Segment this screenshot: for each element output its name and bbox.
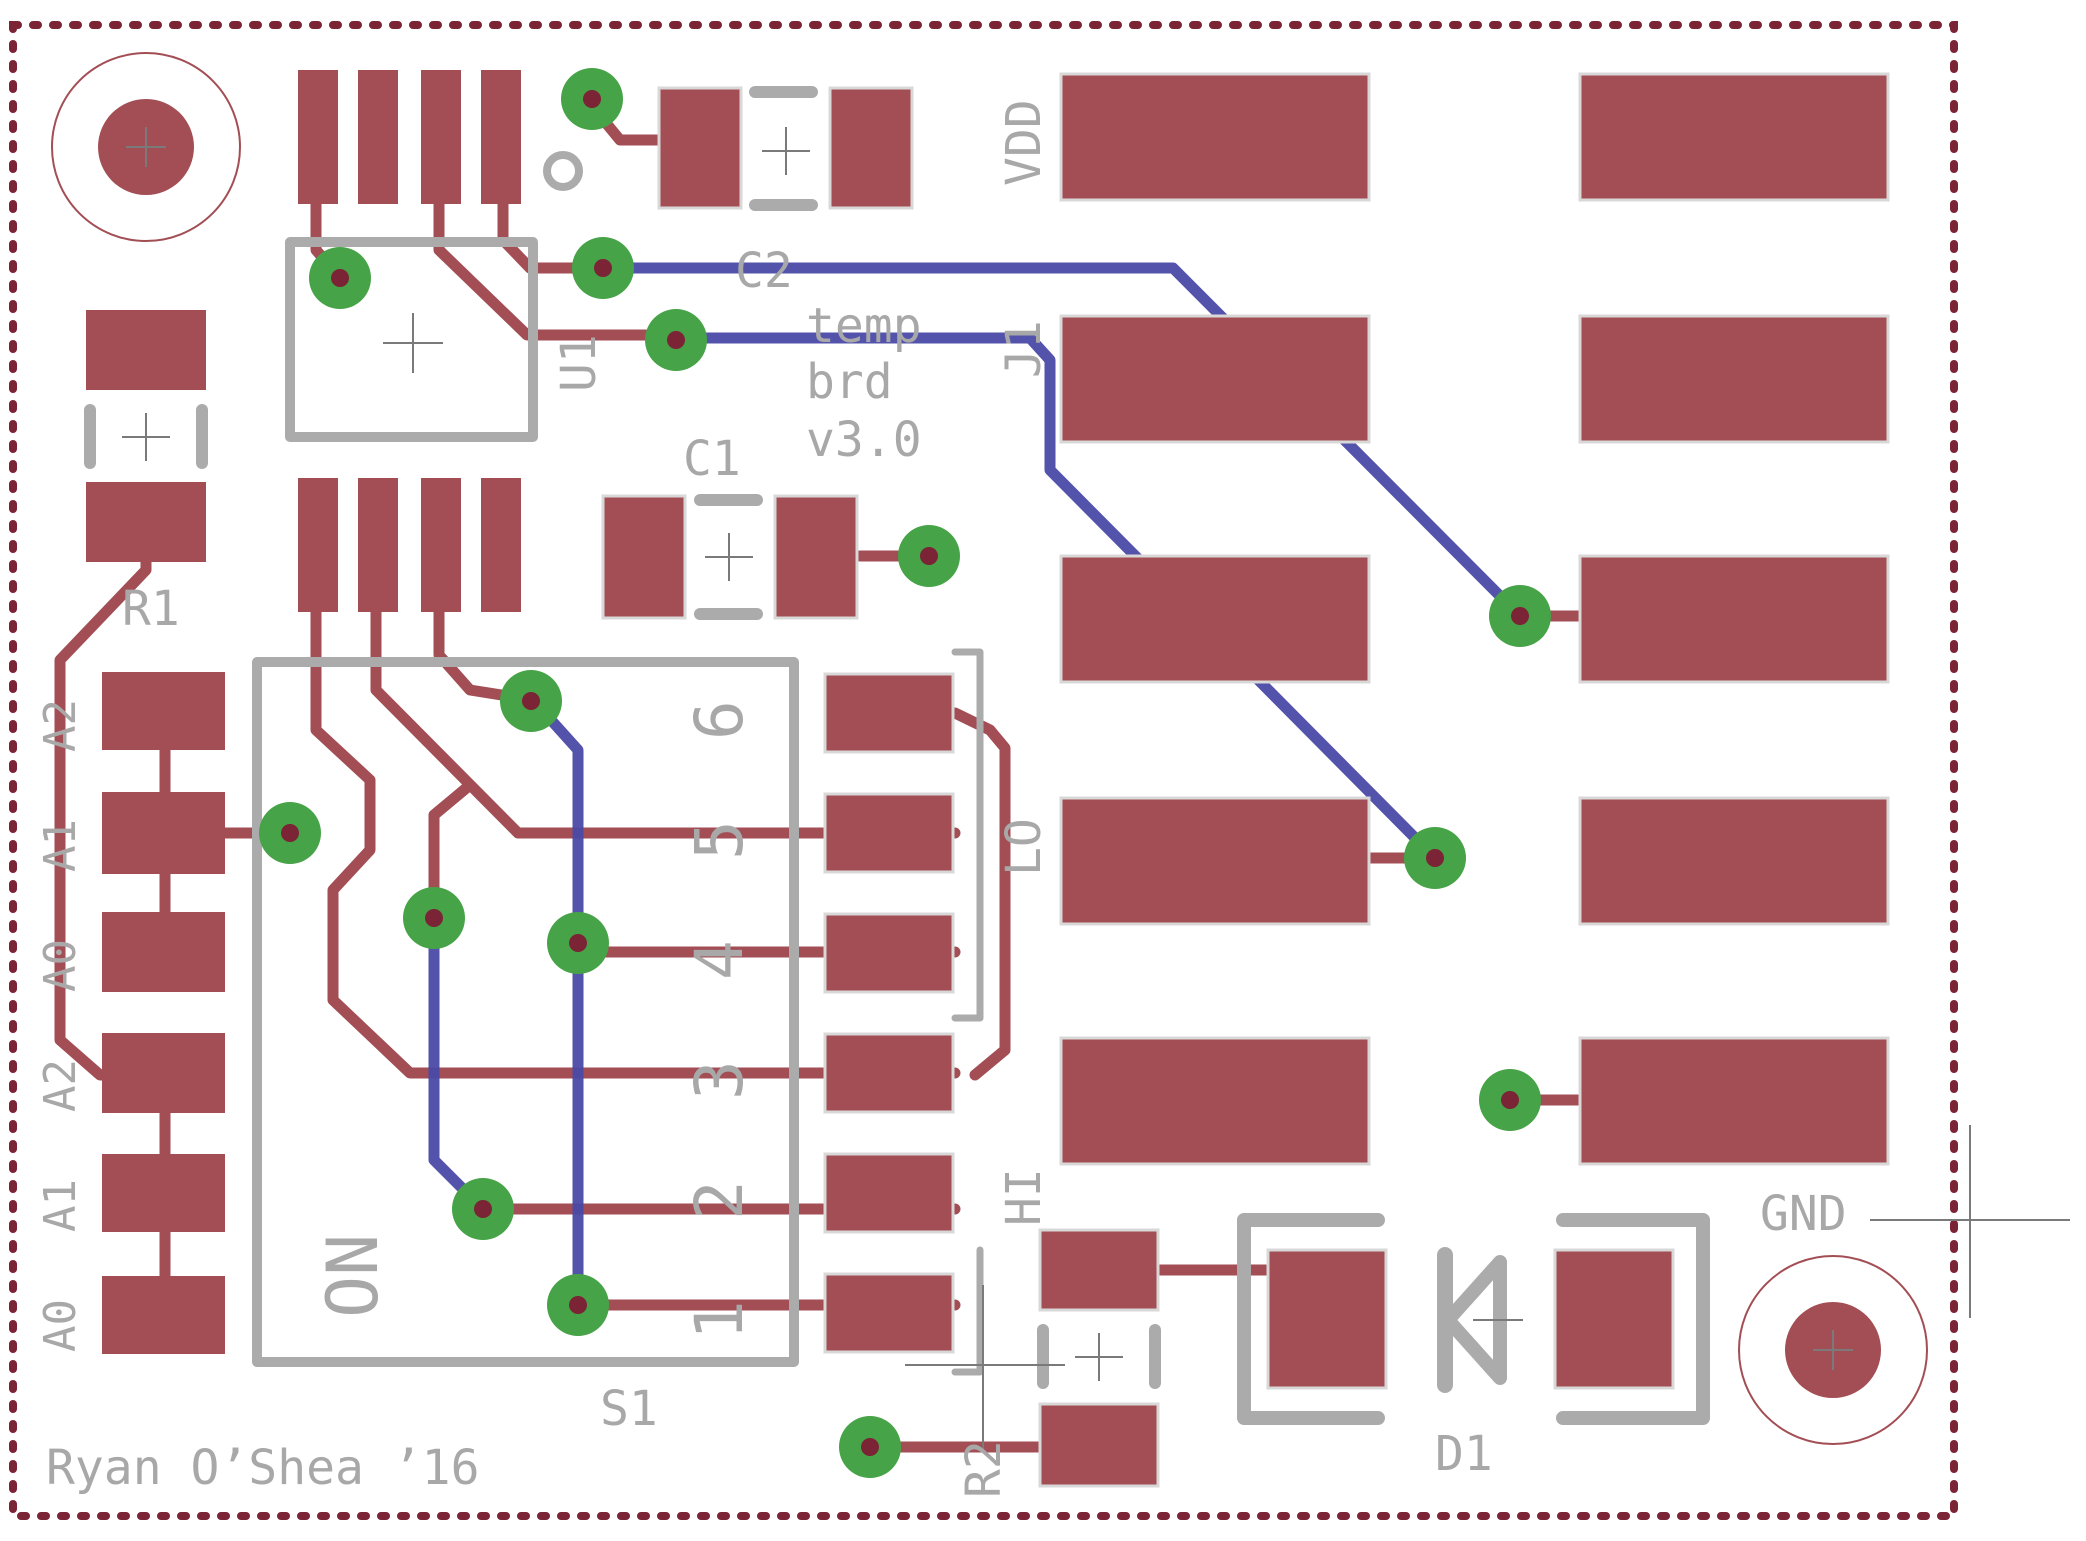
c2-pads bbox=[657, 86, 914, 210]
via bbox=[572, 237, 634, 299]
j1-pads bbox=[1059, 72, 1890, 1166]
address-label-lower-a2: A2 bbox=[35, 1059, 86, 1112]
label-j1: J1 bbox=[996, 320, 1052, 378]
via bbox=[547, 1274, 609, 1336]
switch-position-5: 5 bbox=[681, 820, 758, 860]
label-s1: S1 bbox=[600, 1381, 658, 1437]
via bbox=[309, 247, 371, 309]
label-c1: C1 bbox=[683, 431, 741, 487]
s1-pads bbox=[823, 672, 955, 1354]
d1-pads bbox=[1266, 1248, 1675, 1390]
r1-pads bbox=[86, 310, 206, 562]
via bbox=[898, 525, 960, 587]
switch-position-1: 1 bbox=[681, 1300, 758, 1340]
label-u1: U1 bbox=[551, 334, 607, 392]
switch-position-6: 6 bbox=[681, 700, 758, 740]
title-line-2: brd bbox=[806, 354, 893, 410]
title-line-1: temp bbox=[806, 298, 922, 354]
label-lo: LO bbox=[996, 818, 1052, 876]
label-hi: HI bbox=[996, 1168, 1052, 1226]
via bbox=[259, 802, 321, 864]
r2-pads bbox=[1038, 1228, 1160, 1488]
label-r1: R1 bbox=[122, 581, 180, 637]
via bbox=[547, 912, 609, 974]
c1-pads bbox=[601, 494, 859, 620]
address-label-lower-a0: A0 bbox=[35, 1299, 86, 1352]
u1-pads bbox=[298, 70, 521, 612]
switch-position-3: 3 bbox=[681, 1060, 758, 1100]
via bbox=[561, 68, 623, 130]
via bbox=[1479, 1069, 1541, 1131]
switch-position-4: 4 bbox=[681, 940, 758, 980]
via bbox=[839, 1416, 901, 1478]
mounting-hole-top-left bbox=[51, 52, 241, 242]
author-credit: Ryan O’Shea ’16 bbox=[46, 1440, 479, 1496]
silkscreen bbox=[84, 86, 2070, 1452]
board-outline bbox=[9, 21, 1958, 1520]
mounting-hole-bottom-right bbox=[1738, 1255, 1928, 1445]
address-label-lower-a1: A1 bbox=[35, 1179, 86, 1232]
switch-position-2: 2 bbox=[681, 1180, 758, 1220]
address-label-upper-a2: A2 bbox=[35, 699, 86, 752]
via bbox=[403, 887, 465, 949]
label-d1: D1 bbox=[1435, 1426, 1493, 1482]
label-gnd: GND bbox=[1760, 1186, 1847, 1242]
label-vdd: VDD bbox=[996, 99, 1052, 186]
address-label-upper-a1: A1 bbox=[35, 819, 86, 872]
via bbox=[500, 670, 562, 732]
vias bbox=[259, 68, 1551, 1478]
via bbox=[1404, 827, 1466, 889]
via bbox=[645, 309, 707, 371]
label-c2: C2 bbox=[735, 243, 793, 299]
address-label-upper-a0: A0 bbox=[35, 939, 86, 992]
via bbox=[452, 1178, 514, 1240]
via bbox=[1489, 585, 1551, 647]
title-line-3: v3.0 bbox=[806, 412, 922, 468]
label-on: ON bbox=[312, 1234, 394, 1318]
label-r2: R2 bbox=[956, 1440, 1012, 1498]
address-pads bbox=[102, 672, 225, 1354]
silkscreen-labels: temp brd v3.0 C2 C1 R1 S1 D1 GND Ryan O’… bbox=[35, 99, 1847, 1498]
